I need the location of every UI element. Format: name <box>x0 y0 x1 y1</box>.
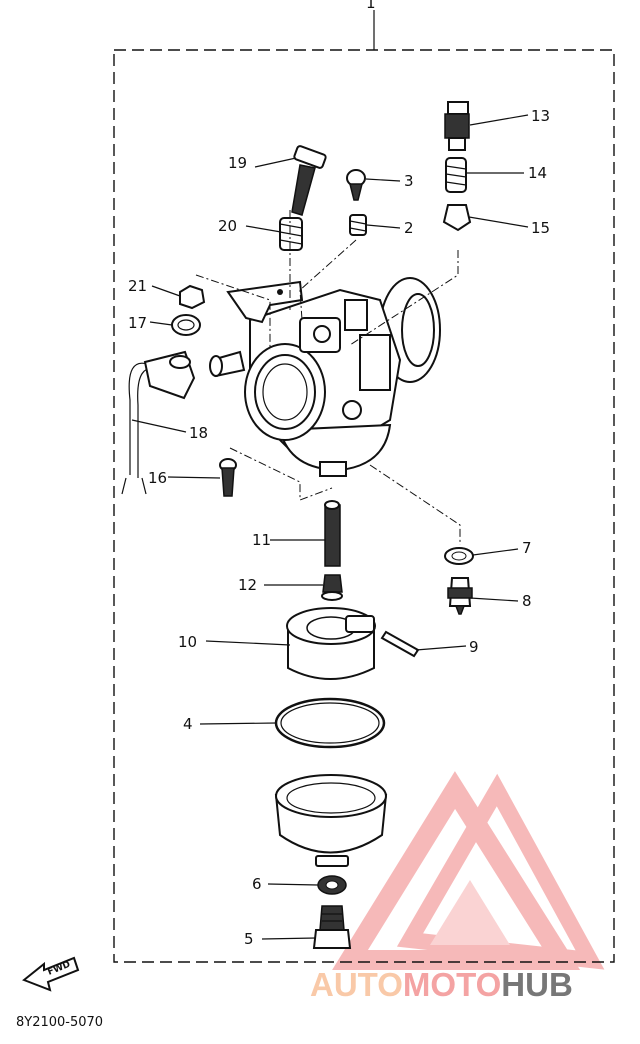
watermark-word-1: AUTO <box>310 966 403 1003</box>
part-labels: 1 2 3 4 5 6 7 8 9 10 11 12 13 14 15 16 1… <box>128 0 550 948</box>
leader-lines <box>131 114 529 940</box>
part-17-spring <box>171 314 201 336</box>
watermark-word-3: HUB <box>501 966 573 1003</box>
part-10-float <box>286 607 376 680</box>
part-20-spring <box>279 217 303 251</box>
assembly-guide-lines <box>195 210 461 545</box>
part-21-nut <box>179 284 206 310</box>
part-18-wire-assembly <box>121 350 196 495</box>
label-8: 8 <box>522 592 532 610</box>
label-18: 18 <box>189 424 208 442</box>
part-11-needle-jet <box>324 500 341 567</box>
float-bowl <box>274 774 388 867</box>
diagram-code: 8Y2100-5070 <box>16 1015 103 1030</box>
label-5: 5 <box>244 930 254 948</box>
label-3: 3 <box>404 172 414 190</box>
part-8-needle-valve <box>447 577 473 615</box>
part-15-plunger <box>442 204 472 232</box>
label-19: 19 <box>228 154 247 172</box>
label-20: 20 <box>218 217 237 235</box>
label-7: 7 <box>522 539 532 557</box>
label-10: 10 <box>178 633 197 651</box>
watermark-wordmark: AUTOMOTOHUB <box>310 966 573 1003</box>
part-5-drain-plug <box>312 905 352 949</box>
label-16: 16 <box>148 469 167 487</box>
part-3-pilot-screw <box>346 169 366 201</box>
label-14: 14 <box>528 164 547 182</box>
part-9-float-pin <box>380 630 420 658</box>
carburetor-body <box>209 277 441 477</box>
label-15: 15 <box>531 219 550 237</box>
part-13-cable-adjuster <box>444 101 470 151</box>
watermark-word-2: MOTO <box>403 966 501 1003</box>
label-13: 13 <box>531 107 550 125</box>
part-14-spring <box>445 157 467 193</box>
forward-arrow-icon: FWD <box>22 956 80 992</box>
part-19-throttle-stop-screw <box>291 145 327 216</box>
part-16-drain-screw <box>219 458 237 497</box>
part-4-gasket <box>274 697 386 749</box>
label-17: 17 <box>128 314 147 332</box>
label-4: 4 <box>183 715 193 733</box>
label-9: 9 <box>469 638 479 656</box>
label-12: 12 <box>238 576 257 594</box>
assembly-boundary <box>113 49 615 963</box>
label-6: 6 <box>252 875 262 893</box>
label-21: 21 <box>128 277 147 295</box>
part-6-washer <box>317 875 347 895</box>
label-2: 2 <box>404 219 414 237</box>
label-1: 1 <box>366 0 376 12</box>
watermark-logo <box>332 771 605 970</box>
label-11: 11 <box>252 531 271 549</box>
part-7-washer <box>444 547 474 565</box>
part-12-main-jet <box>321 574 343 601</box>
part-2-spring <box>349 214 367 236</box>
